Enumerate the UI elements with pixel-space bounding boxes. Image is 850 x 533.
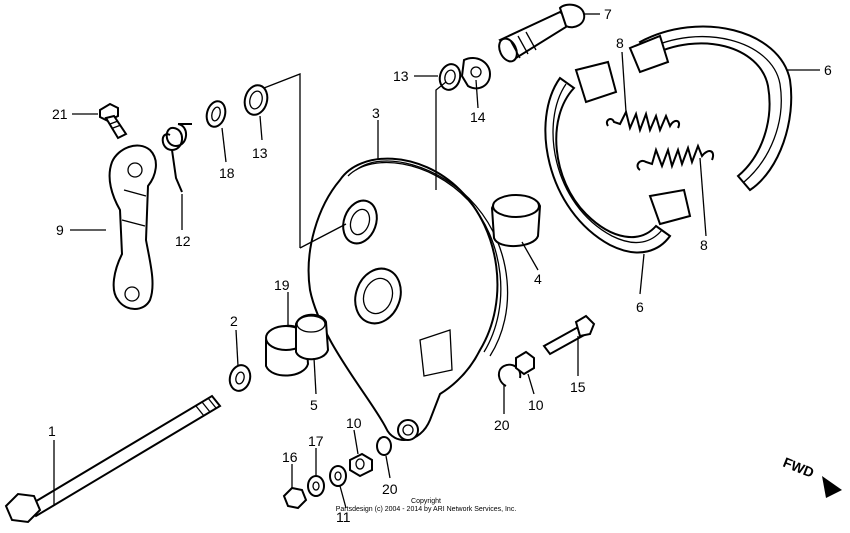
- copyright-line-1: Copyright: [411, 498, 441, 505]
- callout-18: 18: [219, 165, 235, 181]
- part-8-shoe-spring-upper[interactable]: [605, 109, 680, 134]
- callout-10-lower: 10: [346, 415, 362, 431]
- callout-11: 11: [336, 509, 351, 525]
- callout-17: 17: [308, 433, 324, 449]
- callout-10-right: 10: [528, 397, 544, 413]
- fwd-arrow-icon: [822, 476, 842, 498]
- part-11-washer[interactable]: [329, 465, 347, 487]
- part-8-shoe-spring-lower[interactable]: [636, 143, 714, 171]
- part-9-brake-arm[interactable]: [108, 144, 157, 310]
- callout-16: 16: [282, 449, 298, 465]
- callout-19: 19: [274, 277, 290, 293]
- callout-21: 21: [52, 106, 68, 122]
- part-13-seal-right[interactable]: [437, 62, 463, 92]
- callout-15: 15: [570, 379, 586, 395]
- part-13-seal-left[interactable]: [241, 83, 270, 118]
- part-14-wear-indicator[interactable]: [460, 56, 492, 90]
- callout-9: 9: [56, 222, 64, 238]
- callout-8-upper: 8: [616, 35, 624, 51]
- callout-6-lower: 6: [636, 299, 644, 315]
- part-2-washer[interactable]: [227, 363, 253, 393]
- part-7-brake-cam[interactable]: [496, 3, 586, 65]
- part-17-washer[interactable]: [307, 475, 325, 497]
- callout-1: 1: [48, 423, 56, 439]
- part-16-nut[interactable]: [282, 486, 308, 510]
- part-21-bolt[interactable]: [99, 102, 128, 140]
- callout-5: 5: [310, 397, 318, 413]
- part-3-brake-panel[interactable]: [307, 157, 509, 441]
- fwd-label: FWD: [781, 454, 817, 481]
- callout-20-right: 20: [494, 417, 510, 433]
- part-5-collar[interactable]: [295, 313, 330, 361]
- part-18-washer[interactable]: [204, 99, 228, 129]
- callout-8-lower: 8: [700, 237, 708, 253]
- leader-lines: [53, 13, 820, 509]
- part-6-brake-shoe-lower[interactable]: [544, 60, 692, 254]
- part-12-return-spring[interactable]: [161, 123, 192, 193]
- callout-14: 14: [470, 109, 486, 125]
- callout-6-upper: 6: [824, 62, 832, 78]
- callout-7: 7: [604, 6, 612, 22]
- callout-3: 3: [372, 105, 380, 121]
- callout-2: 2: [230, 313, 238, 329]
- callout-4: 4: [534, 271, 542, 287]
- copyright-line-2: Partsdesign (c) 2004 - 2014 by ARI Netwo…: [336, 506, 517, 513]
- callout-20-lower: 20: [382, 481, 398, 497]
- part-6-brake-shoe-upper[interactable]: [628, 25, 793, 192]
- part-4-bushing[interactable]: [490, 194, 542, 247]
- part-15-bolt[interactable]: [542, 314, 596, 356]
- part-1-axle[interactable]: [4, 394, 222, 524]
- callout-12: 12: [175, 233, 191, 249]
- callout-13-right: 13: [393, 68, 409, 84]
- part-20-circlip-lower[interactable]: [376, 436, 392, 456]
- part-10-nut-lower[interactable]: [349, 452, 373, 478]
- part-10-nut-right[interactable]: [515, 350, 535, 376]
- fwd-direction-indicator: FWD: [781, 454, 842, 498]
- callout-13-left: 13: [252, 145, 268, 161]
